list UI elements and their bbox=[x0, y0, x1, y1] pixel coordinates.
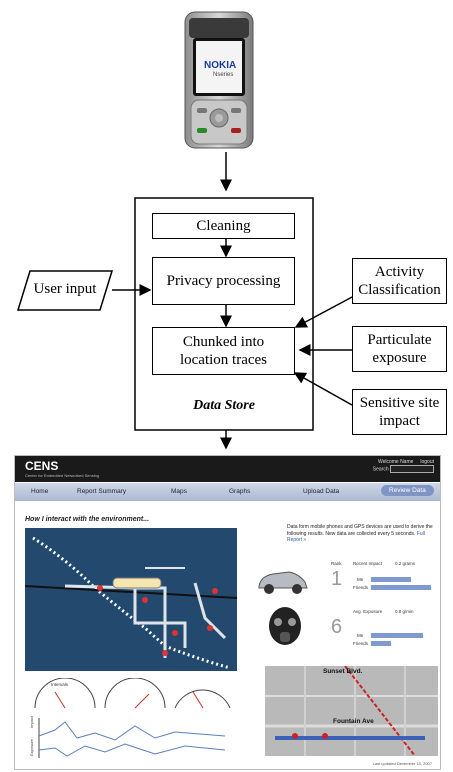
exposure-me-bar bbox=[371, 633, 423, 638]
nav-maps[interactable]: Maps bbox=[171, 488, 187, 495]
web-app-screenshot: CENS Center for Embedded Networked Sensi… bbox=[14, 455, 441, 770]
mobile-phone-image: NOKIA Nseries bbox=[183, 10, 255, 150]
arrow-sensitive bbox=[293, 372, 353, 406]
arrow-activity bbox=[294, 295, 355, 328]
recent-impact-value: 0.2 grams bbox=[395, 561, 416, 566]
cens-logo-subtitle: Center for Embedded Networked Sensing bbox=[25, 473, 100, 478]
activity-label-line2: Classification bbox=[358, 282, 441, 298]
rank-exposure-value: 6 bbox=[331, 616, 343, 638]
particulate-label-line1: Particulate bbox=[367, 332, 432, 348]
last-updated-text: Last updated December 15, 2007 bbox=[372, 761, 432, 766]
cleaning-label: Cleaning bbox=[196, 218, 251, 234]
nav-review-data[interactable]: Review Data bbox=[381, 485, 434, 496]
chunked-label-line1: Chunked into bbox=[182, 334, 265, 350]
avg-exposure-label: Avg. Exposure bbox=[353, 609, 383, 614]
exposure-friends-label: Friends bbox=[353, 641, 369, 646]
nav-report-summary[interactable]: Report Summary bbox=[77, 488, 127, 495]
user-input-label: User input bbox=[33, 281, 97, 297]
chunked-label-line2: location traces bbox=[179, 352, 268, 368]
logout-link[interactable]: logout bbox=[420, 459, 434, 465]
nav-bar: Home Report Summary Maps Graphs Upload D… bbox=[15, 483, 440, 501]
privacy-processing-box: Privacy processing bbox=[152, 257, 295, 305]
phone-series: Nseries bbox=[213, 72, 234, 78]
user-input-shape bbox=[16, 270, 114, 311]
rank-label: Rank bbox=[331, 561, 342, 566]
page-title: How I interact with the environment... bbox=[25, 516, 150, 523]
full-report-link[interactable]: Full Report » bbox=[287, 530, 425, 544]
welcome-text: Welcome Name bbox=[377, 459, 414, 465]
impact-me-label: Me bbox=[357, 577, 364, 582]
rank-impact-value: 1 bbox=[331, 568, 343, 590]
recent-impact-label: Recent Impact bbox=[353, 561, 383, 566]
sensitive-site-box: Sensitive site impact bbox=[352, 389, 447, 435]
cens-logo: CENS bbox=[25, 459, 59, 473]
app-header: CENS Center for Embedded Networked Sensi… bbox=[15, 456, 440, 482]
chunked-traces-box: Chunked into location traces bbox=[152, 327, 295, 375]
sensitive-label-line1: Sensitive site bbox=[359, 395, 440, 411]
sensitive-label-line2: impact bbox=[379, 413, 420, 429]
car-icon bbox=[258, 571, 308, 594]
nav-upload-data[interactable]: Upload Data bbox=[303, 488, 340, 495]
data-store-label: Data Store bbox=[193, 398, 255, 413]
nav-home[interactable]: Home bbox=[31, 488, 49, 495]
street-label-fountain: Fountain Ave bbox=[333, 718, 374, 725]
description-text: Data form mobile phones and GPS devices … bbox=[287, 524, 433, 544]
diagram-connectors bbox=[16, 152, 355, 450]
header-user-area: Welcome Name logout Search bbox=[373, 459, 434, 473]
data-store-box bbox=[134, 197, 314, 431]
search-label: Search bbox=[372, 466, 389, 473]
exposure-me-label: Me bbox=[357, 633, 364, 638]
privacy-processing-label: Privacy processing bbox=[166, 273, 281, 289]
gauge-label: Intervals bbox=[51, 682, 69, 687]
route-map[interactable] bbox=[24, 528, 238, 671]
search-input[interactable] bbox=[390, 465, 434, 473]
impact-axis-label: Impact bbox=[29, 715, 34, 728]
nav-graphs[interactable]: Graphs bbox=[229, 488, 251, 495]
impact-friends-label: Friends bbox=[353, 585, 369, 590]
street-label-sunset: Sunset Blvd. bbox=[323, 668, 363, 675]
particulate-exposure-box: Particulate exposure bbox=[352, 326, 447, 372]
street-map[interactable]: Sunset Blvd. Fountain Ave bbox=[265, 666, 438, 756]
particulate-label-line2: exposure bbox=[372, 350, 427, 366]
exposure-axis-label: Exposure bbox=[29, 739, 34, 756]
activity-label-line1: Activity bbox=[374, 264, 425, 280]
impact-me-bar bbox=[371, 577, 411, 582]
avg-exposure-value: 0.8 g/min bbox=[395, 609, 414, 614]
impact-friends-bar bbox=[371, 585, 431, 590]
gas-mask-icon bbox=[269, 607, 301, 645]
activity-classification-box: Activity Classification bbox=[352, 258, 447, 304]
phone-brand: NOKIA bbox=[204, 60, 237, 71]
cleaning-box: Cleaning bbox=[152, 213, 295, 239]
exposure-graphs bbox=[34, 678, 231, 758]
exposure-friends-bar bbox=[371, 641, 391, 646]
